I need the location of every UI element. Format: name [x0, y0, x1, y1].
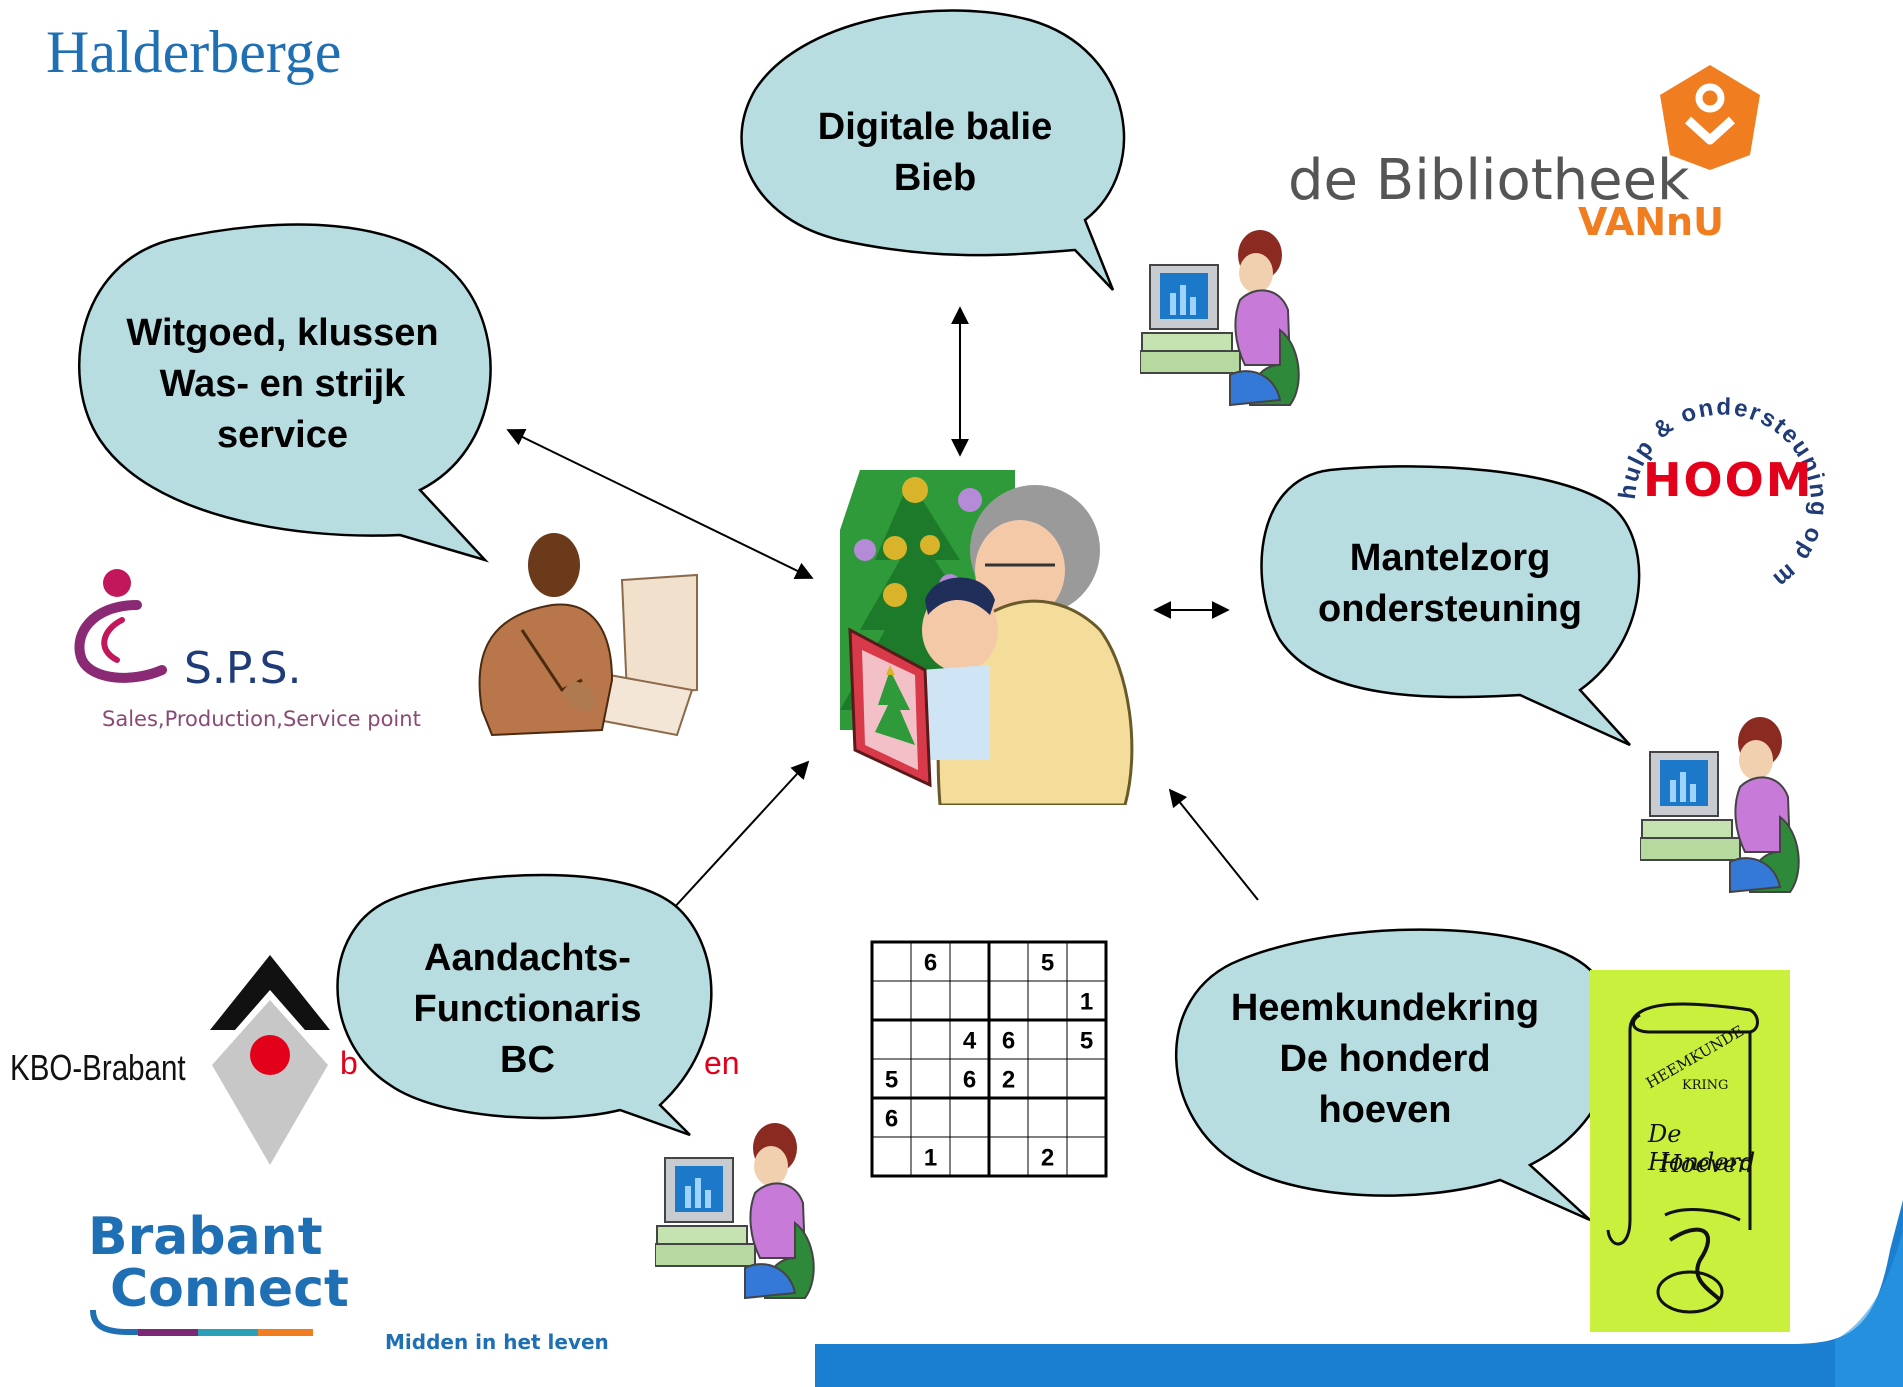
sudoku-number: 6	[924, 950, 937, 977]
arrow-aandacht	[671, 760, 810, 911]
bubble-heemkunde-text: Heemkundekring De honderd hoeven	[1200, 983, 1570, 1136]
heemkunde-logo-drawing	[1606, 1002, 1759, 1314]
bubble-line: Aandachts-	[424, 937, 631, 979]
brabant-connect-line2: Connect	[110, 1259, 349, 1319]
bubble-aandacht-shape	[336, 873, 713, 1137]
bubble-line: Witgoed, klussen	[126, 312, 439, 354]
person-at-computer-icon	[1640, 717, 1800, 894]
sps-logo-tagline: Sales,Production,Service point	[102, 707, 421, 731]
sudoku-number: 5	[1080, 1028, 1093, 1055]
bubble-line: Was- en strijk	[159, 363, 406, 405]
kbo-logo-fragment-left: b	[340, 1045, 358, 1081]
page-title: Halderberge	[46, 19, 342, 85]
sudoku-number: 5	[1041, 950, 1054, 977]
bubble-line: BC	[500, 1039, 555, 1081]
brabant-connect-logo: Brabant Connect Midden in het leven	[88, 1210, 628, 1360]
bubble-mantelzorg-shape	[1260, 465, 1641, 747]
bubble-line: Heemkundekring	[1230, 987, 1540, 1029]
heemkunde-logo-text3: De Honderd	[1648, 1120, 1756, 1176]
sudoku-number: 2	[1041, 1145, 1054, 1172]
bubble-line: De honderd	[1279, 1038, 1491, 1080]
brabant-connect-line1: Brabant	[88, 1207, 323, 1267]
hoom-logo-text: HOOM	[1643, 453, 1814, 507]
bubble-line: Digitale balie	[817, 106, 1053, 148]
bubble-line: Mantelzorg	[1349, 537, 1551, 579]
kbo-logo: KBO-Brabant b en	[10, 955, 740, 1170]
sudoku-number: 6	[885, 1106, 898, 1133]
sudoku-number: 1	[1080, 989, 1093, 1016]
bubble-line: ondersteuning	[1318, 588, 1582, 630]
arrow-witgoed	[506, 428, 814, 580]
kbo-logo-icon	[210, 955, 330, 1165]
sudoku-number: 5	[885, 1067, 898, 1094]
bibliotheek-logo-icon	[1660, 65, 1760, 170]
hoom-logo: hulp & ondersteuning op maat HOOM	[1587, 334, 1845, 605]
bibliotheek-logo-subtext: VANnU	[1578, 200, 1724, 244]
sudoku-number: 1	[924, 1145, 937, 1172]
bubble-line: Bieb	[893, 157, 977, 199]
sudoku-number: 6	[1002, 1028, 1015, 1055]
bubble-line: hoeven	[1318, 1089, 1452, 1131]
hoom-logo-ring: hulp & ondersteuning op maat	[1587, 334, 1830, 594]
kbo-logo-text: KBO-Brabant	[10, 1047, 186, 1088]
bubble-line: service	[216, 414, 348, 456]
kbo-logo-fragment-right: en	[704, 1045, 740, 1081]
bubble-witgoed-shape	[78, 223, 492, 563]
sps-logo: S.P.S. Sales,Production,Service point	[62, 565, 462, 735]
brabant-connect-tagline: Midden in het leven	[385, 1330, 609, 1354]
bibliotheek-logo: de Bibliotheek VANnU	[1280, 60, 1780, 250]
bubble-mantelzorg-text: Mantelzorg ondersteuning	[1280, 533, 1620, 635]
person-at-computer-icon	[1140, 230, 1300, 407]
heemkunde-logo: HEEMKUNDE KRING De Honderd Hoeven	[1590, 970, 1790, 1332]
bibliotheek-logo-text: de Bibliotheek	[1288, 148, 1690, 213]
grandmother-reading-icon	[840, 470, 1134, 805]
arrow-heemkunde	[1168, 788, 1259, 901]
bubble-line: Functionaris	[413, 988, 642, 1030]
sudoku-number: 2	[1002, 1067, 1015, 1094]
bubble-witgoed-text: Witgoed, klussen Was- en strijk service	[100, 308, 465, 461]
bubble-aandacht-text: Aandachts- Functionaris BC	[385, 933, 670, 1086]
heemkunde-logo-text4: Hoeven	[1660, 1150, 1753, 1178]
sps-logo-text: S.P.S.	[184, 643, 302, 694]
businessman-at-computer-icon	[478, 533, 698, 737]
sudoku-number: 4	[963, 1028, 977, 1055]
person-at-computer-icon	[655, 1123, 815, 1300]
heemkunde-logo-text2: KRING	[1682, 1078, 1729, 1093]
brabant-connect-swoosh	[90, 1310, 313, 1336]
sps-logo-icon	[74, 569, 167, 683]
bubble-bieb-shape	[740, 9, 1126, 291]
sudoku-number: 6	[963, 1067, 976, 1094]
bubble-bieb-text: Digitale balie Bieb	[785, 102, 1085, 204]
